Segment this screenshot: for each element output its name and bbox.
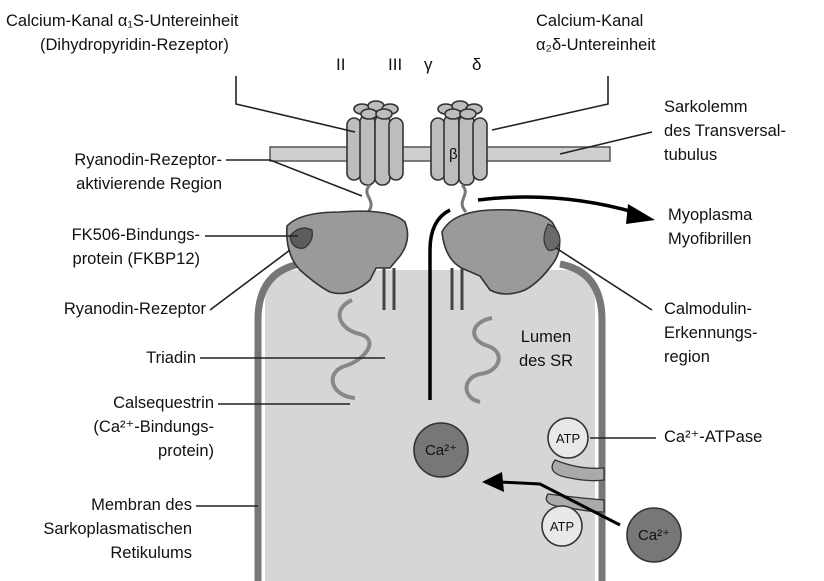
ryr-activating-line2: aktivierende Region xyxy=(0,173,222,195)
membrane-sr-line2: Sarkoplasmatischen xyxy=(0,518,192,540)
calcium-channel-a1s-line1: Calcium-Kanal α₁S-Untereinheit xyxy=(6,10,238,32)
ca-ion-myoplasma-label: Ca²⁺ xyxy=(631,525,677,547)
atp-bottom-label: ATP xyxy=(542,516,582,538)
fkbp-line1: FK506-Bindungs- xyxy=(0,224,200,246)
lumen-line1: Lumen xyxy=(506,326,586,348)
subunit-ii-label: II xyxy=(336,55,345,75)
ryr-activating-line1: Ryanodin-Rezeptor- xyxy=(0,149,222,171)
myoplasma-arrowhead xyxy=(626,204,655,224)
atpase-label: Ca²⁺-ATPase xyxy=(664,426,762,448)
calmodulin-line2: Erkennungs- xyxy=(664,322,758,344)
myoplasma-line2: Myofibrillen xyxy=(668,228,751,250)
myoplasma-line1: Myoplasma xyxy=(668,204,752,226)
calcium-channel-a2d-line2: α₂δ-Untereinheit xyxy=(536,34,656,56)
sarcolemma-line1: Sarkolemm xyxy=(664,96,747,118)
ca-ion-lumen-label: Ca²⁺ xyxy=(418,440,464,462)
calmodulin-line1: Calmodulin- xyxy=(664,298,752,320)
calmodulin-line3: region xyxy=(664,346,710,368)
calsequestrin-line3: protein) xyxy=(0,440,214,462)
membrane-sr-line3: Retikulums xyxy=(0,542,192,564)
subunit-delta-label: δ xyxy=(472,55,481,75)
alpha2delta-channel xyxy=(431,101,487,185)
subunit-gamma-label: γ xyxy=(424,55,433,75)
fkbp-line2: protein (FKBP12) xyxy=(0,248,200,270)
calcium-channel-a2d-line1: Calcium-Kanal xyxy=(536,10,643,32)
calsequestrin-line1: Calsequestrin xyxy=(0,392,214,414)
activating-linker-left xyxy=(367,185,371,212)
activating-linker-right xyxy=(462,185,466,212)
calsequestrin-line2: (Ca²⁺-Bindungs- xyxy=(0,416,214,438)
lumen-line2: des SR xyxy=(506,350,586,372)
sarcolemma-line2: des Transversal- xyxy=(664,120,786,142)
ryanodine-receptor-label: Ryanodin-Rezeptor xyxy=(0,298,206,320)
subunit-beta-label: β xyxy=(449,146,458,163)
alpha1s-channel xyxy=(347,101,403,185)
membrane-sr-line1: Membran des xyxy=(0,494,192,516)
triadin-label: Triadin xyxy=(0,347,196,369)
calmodulin-region xyxy=(544,224,560,250)
atp-top-label: ATP xyxy=(548,428,588,450)
calcium-channel-a1s-line2: (Dihydropyridin-Rezeptor) xyxy=(40,34,229,56)
sarcolemma-line3: tubulus xyxy=(664,144,717,166)
subunit-iii-label: III xyxy=(388,55,402,75)
